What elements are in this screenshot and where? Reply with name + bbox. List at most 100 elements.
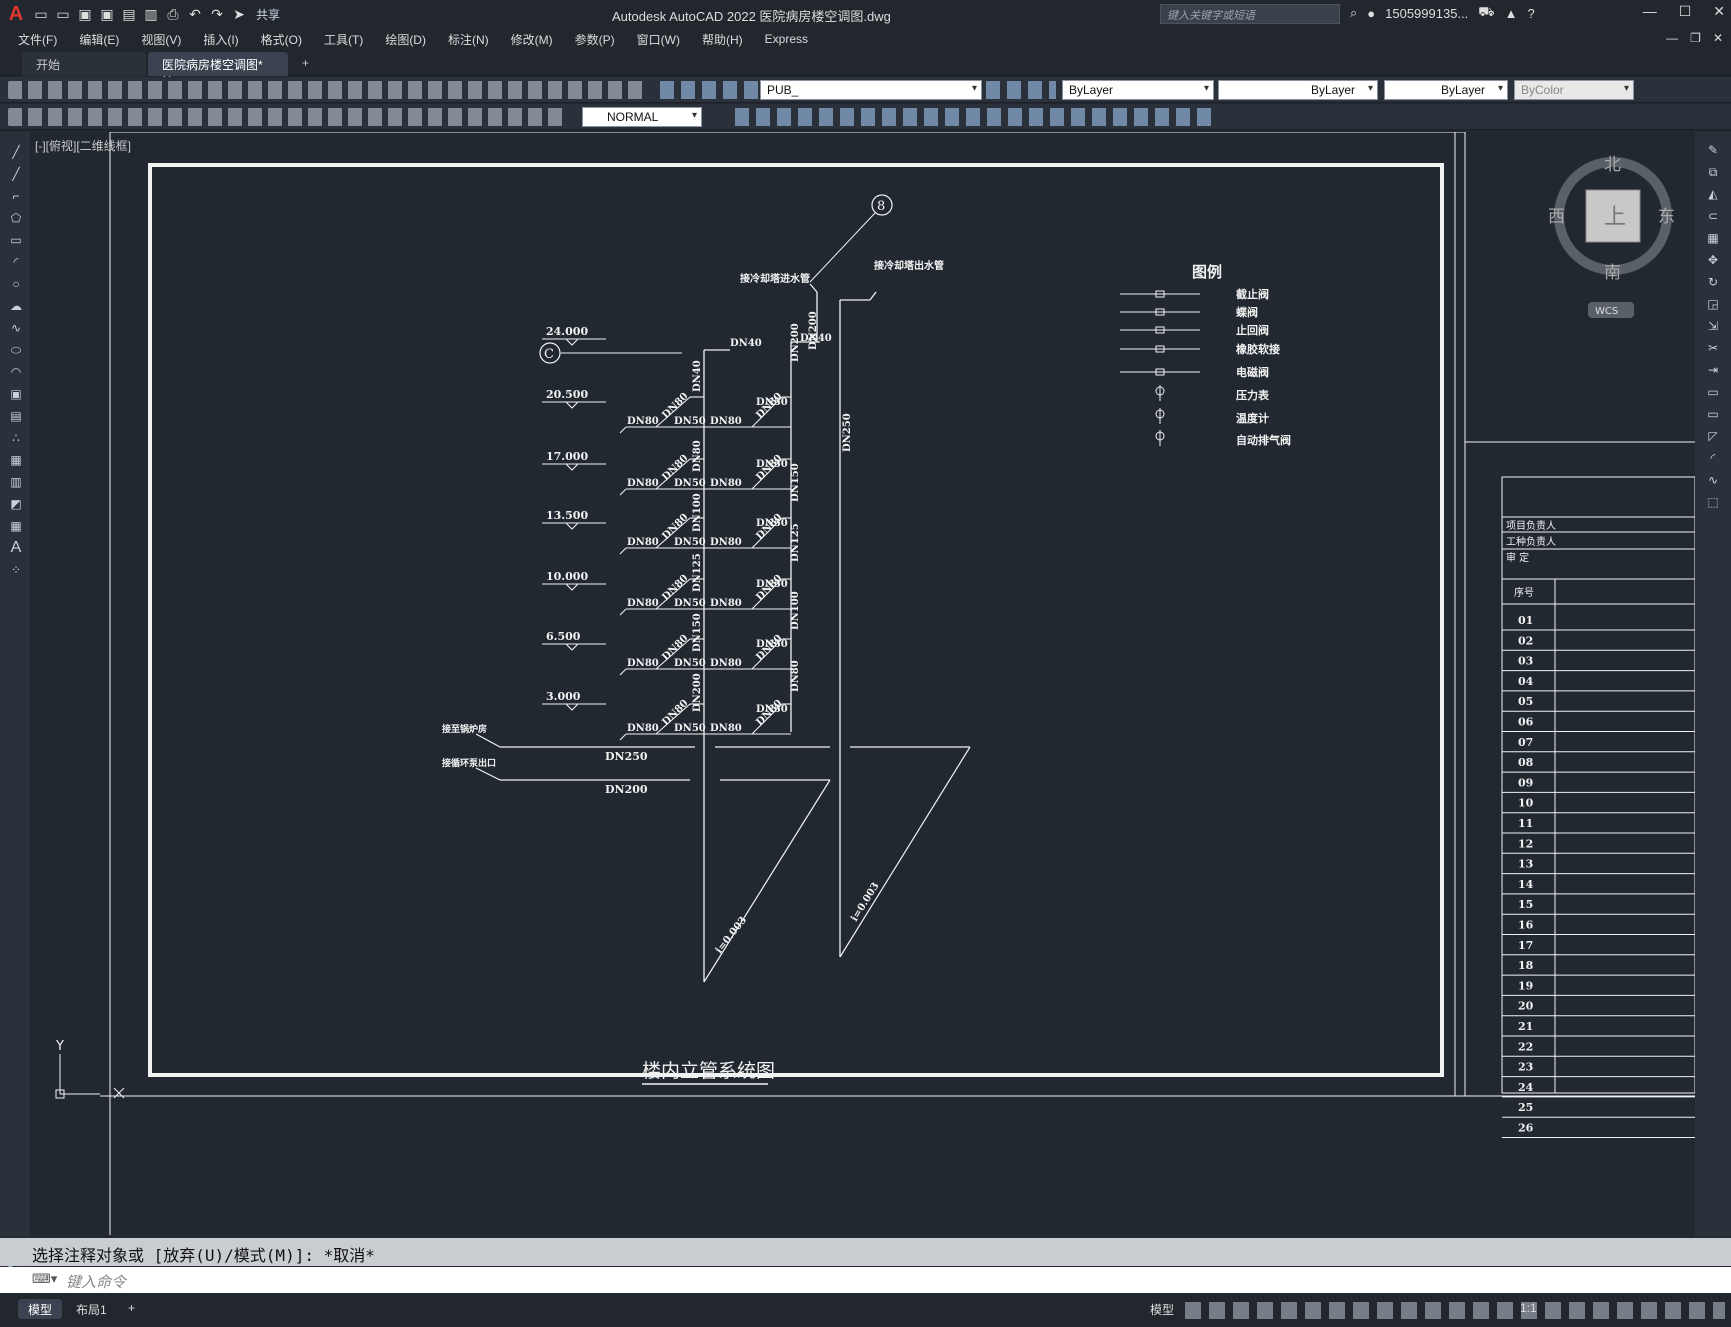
compass-north[interactable]: 北 [1604,155,1621,175]
doc-minimize-icon[interactable]: — [1666,31,1679,45]
command-prompt-icon[interactable]: ⌨▾ [32,1271,58,1286]
trim-icon[interactable]: ✂ [1707,341,1719,355]
menu-window[interactable]: 窗口(W) [636,32,680,47]
modify-tool-icons[interactable] [735,108,1213,126]
copy-icon[interactable]: ⧉ [1708,165,1718,179]
dimstyle-combo[interactable]: NORMAL▾ [582,107,702,127]
save-as-icon[interactable]: ▣ [100,6,114,22]
tab-start[interactable]: 开始 [22,52,146,76]
point-icon[interactable]: ∴ [12,431,20,445]
scale-icon[interactable]: ◲ [1707,297,1719,311]
close-icon[interactable]: ✕ [1713,3,1725,19]
gradient-icon[interactable]: ▥ [10,475,22,489]
layer-state-icons[interactable] [986,81,1056,99]
menu-insert[interactable]: 插入(I) [203,32,239,47]
blend-icon[interactable]: ∿ [1707,473,1719,487]
rectangle-icon[interactable]: ▭ [10,233,22,247]
save-icon[interactable]: ▣ [78,6,92,22]
line-icon[interactable]: ╱ [12,145,20,159]
standard-tool-icons[interactable] [8,81,648,99]
revcloud-icon[interactable]: ☁ [10,299,22,313]
command-input[interactable]: 键入命令 [0,1267,1731,1293]
rotate-icon[interactable]: ↻ [1707,275,1719,289]
view-cube[interactable]: 上 北 南 东 西 WCS [1540,148,1690,328]
undo-icon[interactable]: ↶ [189,6,201,22]
print-icon[interactable]: ⎙ [167,6,179,22]
new-file-icon[interactable]: ▭ [34,6,48,22]
search-input[interactable]: 键入关键字或短语 [1160,4,1340,24]
menu-format[interactable]: 格式(O) [260,32,302,47]
share-icon[interactable]: ➤ [233,6,245,22]
publish-icon[interactable]: ▤ [122,6,136,22]
menu-parametric[interactable]: 参数(P) [574,32,615,47]
chamfer-icon[interactable]: ◸ [1708,429,1718,443]
model-space-button[interactable]: 模型 [1150,1303,1175,1317]
color-combo[interactable]: ByLayer▾ [1062,80,1214,100]
polyline-icon[interactable]: ⌐ [12,189,20,203]
make-block-icon[interactable]: ▤ [10,409,22,423]
compass-south[interactable]: 南 [1604,263,1621,283]
menu-edit[interactable]: 编辑(E) [79,32,120,47]
drawing-canvas[interactable]: 项目负责人 工种负责人 审 定 序号 010203040506070809101… [30,132,1695,1237]
menu-view[interactable]: 视图(V) [141,32,182,47]
region-icon[interactable]: ◩ [10,497,22,511]
construction-line-icon[interactable]: ╱ [12,167,20,181]
user-icon[interactable]: ● [1367,5,1376,21]
compass-west[interactable]: 西 [1548,207,1565,227]
menu-draw[interactable]: 绘图(D) [385,32,426,47]
explode-icon[interactable]: ⬚ [1707,495,1719,509]
add-layout-icon[interactable]: + [128,1301,136,1315]
new-tab-icon[interactable]: + [302,56,310,70]
tab-model[interactable]: 模型 [18,1299,63,1319]
doc-restore-icon[interactable]: ❐ [1690,31,1701,45]
user-name[interactable]: 1505999135... [1385,5,1469,21]
cube-top-face[interactable] [1585,189,1641,243]
stretch-icon[interactable]: ⇲ [1707,319,1719,333]
menu-dimension[interactable]: 标注(N) [447,32,489,47]
redo-icon[interactable]: ↷ [211,6,223,22]
insert-block-icon[interactable]: ▣ [10,387,22,401]
menu-tools[interactable]: 工具(T) [323,32,364,47]
tab-layout1[interactable]: 布局1 [76,1303,107,1317]
mirror-icon[interactable]: ◭ [1708,187,1718,201]
erase-icon[interactable]: ✎ [1707,143,1719,157]
compass-ring[interactable] [1554,157,1672,275]
add-selected-icon[interactable]: ⁘ [10,563,22,577]
maximize-icon[interactable]: ☐ [1678,3,1692,19]
share-button[interactable]: 共享 [256,7,281,22]
ellipse-icon[interactable]: ⬭ [10,343,22,357]
spline-icon[interactable]: ∿ [10,321,22,335]
circle-icon[interactable]: ○ [12,277,20,291]
plot-icon[interactable]: ▥ [144,6,158,22]
extend-icon[interactable]: ⇥ [1707,363,1719,377]
status-tool-icons[interactable] [1185,1302,1725,1319]
move-icon[interactable]: ✥ [1707,253,1719,267]
open-file-icon[interactable]: ▭ [56,6,70,22]
doc-close-icon[interactable]: ✕ [1712,31,1723,45]
fillet-icon[interactable]: ◜ [1710,451,1716,465]
join-icon[interactable]: ▭ [1707,407,1719,421]
ellipse-arc-icon[interactable]: ◠ [10,365,22,379]
cart-icon[interactable]: ⛟ [1478,4,1495,19]
layer-tool-icons[interactable] [660,81,770,99]
hatch-icon[interactable]: ▦ [10,453,22,467]
viewport-label[interactable]: [-][俯视][二维线框] [35,139,132,153]
minimize-icon[interactable]: — [1642,3,1657,19]
menu-express[interactable]: Express [764,32,809,46]
mtext-icon[interactable]: A [10,539,22,556]
layer-combo[interactable]: PUB_▾ [760,80,982,100]
help-icon[interactable]: ? [1527,5,1535,21]
array-icon[interactable]: ▦ [1707,231,1719,245]
offset-icon[interactable]: ⊂ [1707,209,1719,223]
wcs-button[interactable] [1588,302,1634,318]
autocad-logo-icon[interactable]: A [8,3,24,25]
arc-icon[interactable]: ◜ [13,255,19,269]
menu-modify[interactable]: 修改(M) [510,32,553,47]
menu-file[interactable]: 文件(F) [18,32,58,47]
search-icon[interactable]: ⌕ [1350,5,1358,20]
tab-drawing[interactable]: 医院病房楼空调图* ✕ [148,52,288,87]
autodesk-icon[interactable]: ▲ [1504,5,1518,21]
dimension-tool-icons[interactable] [8,108,568,126]
linetype-combo[interactable]: ByLayer▾ [1218,80,1378,100]
break-icon[interactable]: ▭ [1707,385,1719,399]
